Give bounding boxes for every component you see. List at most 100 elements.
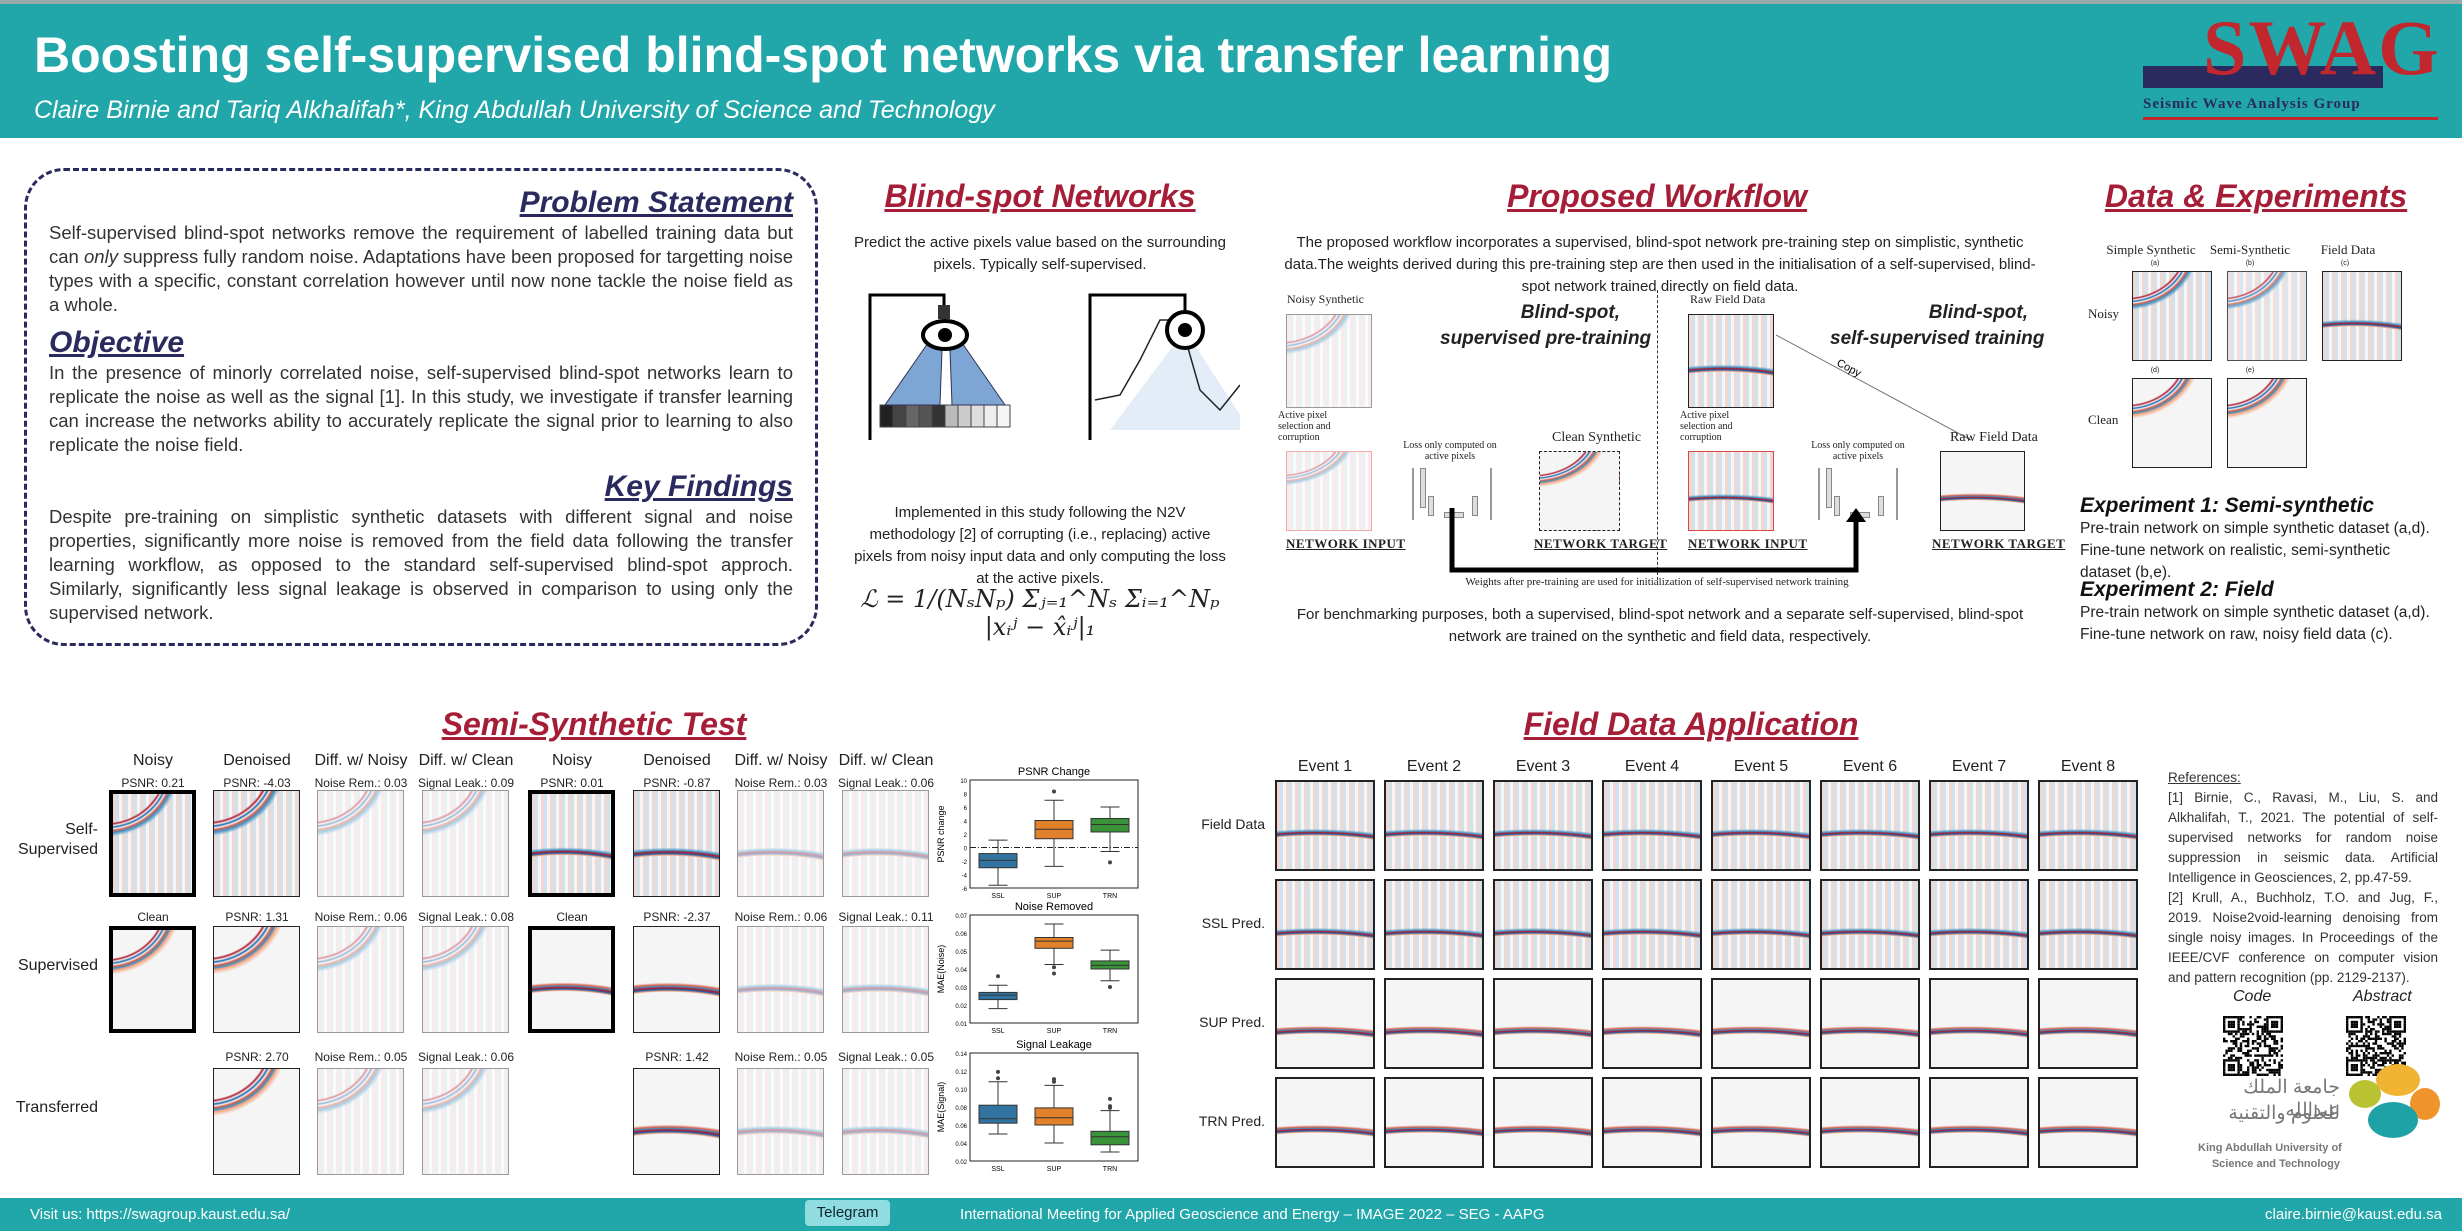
column-header: Denoised xyxy=(643,752,711,769)
column-header: Diff. w/ Noisy xyxy=(734,752,828,769)
y-tick-label: 0.05 xyxy=(955,950,967,956)
logo-text: SWAG xyxy=(2203,4,2441,91)
y-tick-label: -6 xyxy=(962,887,968,893)
panel-subtitle: Clean xyxy=(556,910,588,924)
active-pixel-note: Active pixel selection and corruption xyxy=(1278,410,1331,443)
field-panel xyxy=(1820,879,1920,970)
field-panel xyxy=(1384,780,1484,871)
contact-email[interactable]: claire.birnie@kaust.edu.sa xyxy=(2265,1206,2442,1223)
reference-2: [2] Krull, A., Buchholz, T.O. and Jug, F… xyxy=(2168,890,2438,985)
y-tick-label: 0.02 xyxy=(955,1004,967,1010)
event-header: Event 5 xyxy=(1733,758,1789,775)
y-tick-label: 2 xyxy=(964,833,968,839)
abstract-qr-code[interactable] xyxy=(2346,1016,2406,1076)
field-panel xyxy=(1384,879,1484,970)
column-header: Diff. w/ Clean xyxy=(838,752,934,769)
x-tick-label: SUP xyxy=(1047,1166,1062,1173)
y-axis-label: PSNR change xyxy=(936,805,946,862)
outlier-point xyxy=(1108,1096,1112,1101)
seismic-panel xyxy=(528,790,615,897)
field-panel xyxy=(1493,978,1593,1069)
poster-footer: Visit us: https://swagroup.kaust.edu.sa/… xyxy=(0,1198,2462,1231)
network-input-image xyxy=(1286,451,1372,531)
event-header: Event 6 xyxy=(1842,758,1898,775)
plot-frame xyxy=(969,779,1139,889)
x-tick-label: SSL xyxy=(991,893,1004,900)
field-panel xyxy=(1929,879,2029,970)
references-heading: References: xyxy=(2168,770,2241,785)
bs-supervised-label: Blind-spot,supervised pre-training xyxy=(1440,302,1652,349)
event-header: Event 4 xyxy=(1624,758,1680,775)
y-tick-label: 0.10 xyxy=(955,1088,967,1094)
field-panel xyxy=(1493,879,1593,970)
data-exp-title: Data & Experiments xyxy=(2104,178,2408,214)
seismic-panel xyxy=(528,926,615,1033)
y-tick-label: 0.07 xyxy=(955,914,967,920)
field-panel xyxy=(1820,780,1920,871)
panel-subtitle: Noise Rem.: 0.06 xyxy=(314,910,408,924)
y-tick-label: 0.02 xyxy=(955,1160,967,1166)
code-qr-code[interactable] xyxy=(2223,1016,2283,1076)
swag-logo: SWAG Seismic Wave Analysis Group xyxy=(2143,4,2441,126)
poster-title: Boosting self-supervised blind-spot netw… xyxy=(34,27,1613,83)
outlier-point xyxy=(1052,789,1056,794)
panel-subtitle: Signal Leak.: 0.06 xyxy=(417,1050,515,1064)
authors: Claire Birnie and Tariq Alkhalifah*, Kin… xyxy=(34,96,995,124)
panel-e-label: (e) xyxy=(2245,367,2255,374)
outlier-point xyxy=(996,974,1000,979)
image-d xyxy=(2132,378,2212,468)
y-tick-label: 0.14 xyxy=(955,1052,967,1058)
col-semi-synthetic: Semi-Synthetic xyxy=(2209,242,2291,257)
column-header: Diff. w/ Noisy xyxy=(314,752,408,769)
x-tick-label: TRN xyxy=(1103,1028,1117,1035)
y-axis-label: MAE(Noise) xyxy=(936,945,946,994)
outlier-point xyxy=(996,1069,1000,1074)
field-panel xyxy=(1929,1077,2029,1168)
pixel-row xyxy=(879,404,1011,428)
telegram-button[interactable]: Telegram xyxy=(805,1200,890,1226)
abstract-label: Abstract xyxy=(2353,988,2412,1005)
seismic-panel xyxy=(842,926,929,1033)
box-trn xyxy=(1090,1130,1130,1146)
y-tick-label: 0 xyxy=(964,847,968,853)
panel-c-label: (c) xyxy=(2340,260,2350,267)
plot-title: PSNR Change xyxy=(1018,766,1090,778)
blindspot-intro: Predict the active pixels value based on… xyxy=(854,234,1226,273)
blindspot-diagram xyxy=(868,293,1240,440)
image-b xyxy=(2227,271,2307,361)
panel-subtitle: Noise Rem.: 0.03 xyxy=(734,776,828,790)
event-header: Event 1 xyxy=(1297,758,1353,775)
seismic-panel xyxy=(422,1068,509,1175)
seismic-panel xyxy=(737,790,824,897)
column-header: Denoised xyxy=(223,752,291,769)
field-panel xyxy=(1493,780,1593,871)
network-target-label: NETWORK TARGET xyxy=(1534,536,1668,551)
field-panel xyxy=(1275,879,1375,970)
y-tick-label: 8 xyxy=(964,793,968,799)
x-tick-label: SUP xyxy=(1047,893,1062,900)
column-header: Diff. w/ Clean xyxy=(418,752,514,769)
field-panel xyxy=(1711,879,1811,970)
y-tick-label: 0.04 xyxy=(955,1142,967,1148)
row-label: SSL Pred. xyxy=(1201,915,1265,931)
y-tick-label: 4 xyxy=(964,820,968,826)
panel-subtitle: Noise Rem.: 0.03 xyxy=(314,776,408,790)
code-label: Code xyxy=(2233,988,2272,1005)
event-header: Event 7 xyxy=(1951,758,2007,775)
field-panel xyxy=(1275,1077,1375,1168)
outlier-point xyxy=(1052,965,1056,970)
y-tick-label: 0.08 xyxy=(955,1106,967,1112)
seismic-panel xyxy=(109,926,196,1033)
y-tick-label: 0.06 xyxy=(955,932,967,938)
field-panel xyxy=(1384,1077,1484,1168)
kaust-emblem-icon xyxy=(2349,1064,2440,1138)
column-header: Noisy xyxy=(132,752,174,769)
plot-title: Signal Leakage xyxy=(1016,1039,1092,1051)
website-link[interactable]: Visit us: https://swagroup.kaust.edu.sa/ xyxy=(30,1206,290,1223)
y-tick-label: 0.03 xyxy=(955,986,967,992)
y-tick-label: 10 xyxy=(960,779,967,785)
panel-subtitle: PSNR: -0.87 xyxy=(643,776,711,790)
panel-subtitle: PSNR: 2.70 xyxy=(225,1050,289,1064)
raw-field-image xyxy=(1688,314,1774,408)
